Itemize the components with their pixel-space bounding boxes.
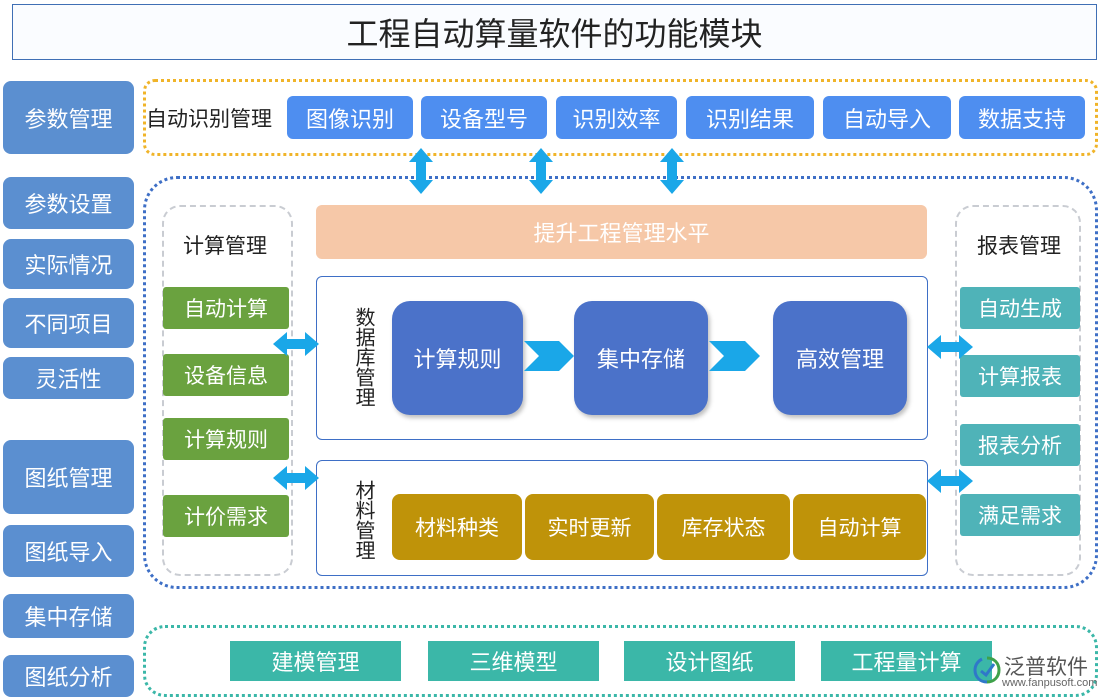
- calc-item-auto-calculation[interactable]: 自动计算: [163, 287, 289, 329]
- calc-item-device-info[interactable]: 设备信息: [163, 354, 289, 396]
- double-arrow-icon: [529, 148, 553, 194]
- db-item-centralized-storage[interactable]: 集中存储: [574, 301, 708, 415]
- device-model-button[interactable]: 设备型号: [421, 96, 547, 139]
- calc-item-calculation-rules[interactable]: 计算规则: [163, 418, 289, 460]
- report-item-auto-generate[interactable]: 自动生成: [960, 287, 1080, 329]
- sidebar-item-parameter-management[interactable]: 参数管理: [3, 81, 134, 154]
- material-management-label: 材料管理: [352, 480, 376, 560]
- recognition-efficiency-button[interactable]: 识别效率: [556, 96, 677, 139]
- logo: 泛普软件 www.fanpusoft.com: [972, 651, 1097, 697]
- sidebar-item-drawing-import[interactable]: 图纸导入: [3, 525, 134, 577]
- material-item-types[interactable]: 材料种类: [392, 494, 522, 560]
- auto-import-button[interactable]: 自动导入: [823, 96, 951, 139]
- report-item-report-analysis[interactable]: 报表分析: [960, 424, 1080, 466]
- logo-name: 泛普软件: [1004, 655, 1088, 679]
- db-item-calculation-rules[interactable]: 计算规则: [392, 301, 523, 415]
- quantity-calculation-button[interactable]: 工程量计算: [821, 641, 992, 681]
- sidebar-item-different-projects[interactable]: 不同项目: [3, 298, 134, 348]
- database-management-label: 数据库管理: [352, 307, 376, 407]
- logo-icon: [973, 656, 1001, 684]
- data-support-button[interactable]: 数据支持: [959, 96, 1085, 139]
- sidebar-item-actual-situation[interactable]: 实际情况: [3, 239, 134, 289]
- material-item-auto-calculation[interactable]: 自动计算: [793, 494, 926, 560]
- double-arrow-icon: [927, 335, 973, 359]
- double-arrow-icon: [927, 469, 973, 493]
- material-item-realtime-update[interactable]: 实时更新: [525, 494, 654, 560]
- main-frame: [143, 176, 1098, 589]
- sidebar-item-centralized-storage[interactable]: 集中存储: [3, 594, 134, 638]
- chevron-right-icon: [524, 341, 574, 371]
- material-item-inventory-status[interactable]: 库存状态: [657, 494, 790, 560]
- auto-recognition-label: 自动识别管理: [146, 107, 272, 131]
- chevron-right-icon: [709, 341, 760, 371]
- report-item-calculation-report[interactable]: 计算报表: [960, 355, 1080, 397]
- sidebar-item-drawing-management[interactable]: 图纸管理: [3, 440, 134, 514]
- report-management-column: [955, 205, 1081, 576]
- sidebar-item-drawing-analysis[interactable]: 图纸分析: [3, 655, 134, 697]
- logo-url: www.fanpusoft.com: [1002, 677, 1098, 689]
- db-item-efficient-management[interactable]: 高效管理: [773, 301, 907, 415]
- recognition-result-button[interactable]: 识别结果: [686, 96, 814, 139]
- sidebar-item-parameter-settings[interactable]: 参数设置: [3, 177, 134, 229]
- improve-management-banner: 提升工程管理水平: [316, 205, 927, 259]
- auto-recognition-frame: [143, 79, 1098, 156]
- page-title: 工程自动算量软件的功能模块: [12, 4, 1097, 60]
- sidebar-item-flexibility[interactable]: 灵活性: [3, 357, 134, 399]
- image-recognition-button[interactable]: 图像识别: [287, 96, 413, 139]
- report-item-meet-demand[interactable]: 满足需求: [960, 494, 1080, 536]
- modeling-management-button[interactable]: 建模管理: [230, 641, 401, 681]
- calc-management-title: 计算管理: [183, 234, 267, 258]
- calc-item-pricing-demand[interactable]: 计价需求: [163, 495, 289, 537]
- double-arrow-icon: [273, 466, 319, 490]
- bottom-frame: [143, 625, 1098, 697]
- design-drawing-button[interactable]: 设计图纸: [624, 641, 795, 681]
- 3d-model-button[interactable]: 三维模型: [428, 641, 599, 681]
- double-arrow-icon: [273, 332, 319, 356]
- report-management-title: 报表管理: [977, 234, 1061, 258]
- double-arrow-icon: [409, 148, 433, 194]
- double-arrow-icon: [660, 148, 684, 194]
